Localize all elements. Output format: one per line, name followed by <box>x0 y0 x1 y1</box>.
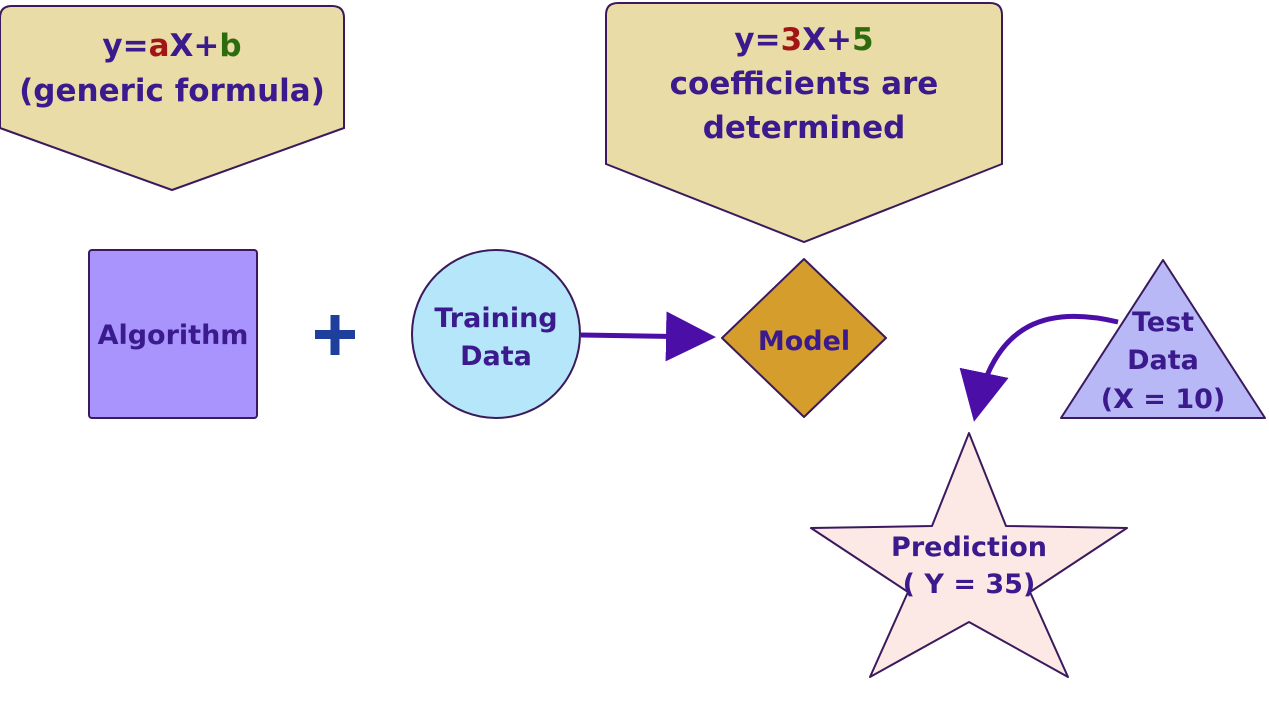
determined-formula-text: y=3X+5 <box>734 22 873 58</box>
plus-icon <box>315 315 355 355</box>
coefficient-a: a <box>149 28 170 64</box>
test-data-label-line1: Test <box>1132 307 1194 338</box>
test-to-prediction-arrow <box>959 313 1119 422</box>
formula-x: X+ <box>802 22 852 58</box>
generic-formula-caption: (generic formula) <box>19 73 325 109</box>
callout-coefficients-determined: y=3X+5 coefficients are determined <box>605 2 1003 244</box>
algorithm-node: Algorithm <box>88 249 258 419</box>
callout-generic-shape <box>0 5 345 192</box>
formula-y: y= <box>102 28 148 64</box>
prediction-label-line1: Prediction <box>891 532 1047 563</box>
prediction-node: Prediction ( Y = 35) <box>810 432 1128 678</box>
algorithm-label: Algorithm <box>98 320 249 351</box>
coefficient-a-value: 3 <box>781 22 803 58</box>
test-data-triangle <box>1060 259 1266 419</box>
prediction-label-line2: ( Y = 35) <box>903 569 1036 600</box>
callout-determined-shape <box>605 2 1003 244</box>
test-data-node: Test Data (X = 10) <box>1060 259 1266 419</box>
callout-generic-formula: y=aX+b (generic formula) <box>0 5 345 192</box>
prediction-star <box>810 432 1128 678</box>
model-node: Model <box>721 258 887 418</box>
test-data-label-line2: Data <box>1127 345 1199 376</box>
training-data-circle <box>411 249 581 419</box>
model-label: Model <box>758 326 850 357</box>
formula-x: X+ <box>170 28 220 64</box>
plus-vertical-bar <box>330 315 340 355</box>
formula-y: y= <box>734 22 780 58</box>
training-to-model-arrow <box>580 311 716 362</box>
training-data-label-line1: Training <box>434 303 557 334</box>
training-data-label-line2: Data <box>460 341 532 372</box>
coefficient-b-value: 5 <box>852 22 874 58</box>
coefficient-b: b <box>219 28 241 64</box>
generic-formula-text: y=aX+b <box>102 28 241 64</box>
test-data-label-line3: (X = 10) <box>1101 384 1226 415</box>
training-data-node: Training Data <box>411 249 581 419</box>
determined-line-3: determined <box>703 110 906 146</box>
determined-line-2: coefficients are <box>670 66 939 102</box>
algorithm-square <box>88 249 258 419</box>
model-diamond <box>721 258 887 418</box>
